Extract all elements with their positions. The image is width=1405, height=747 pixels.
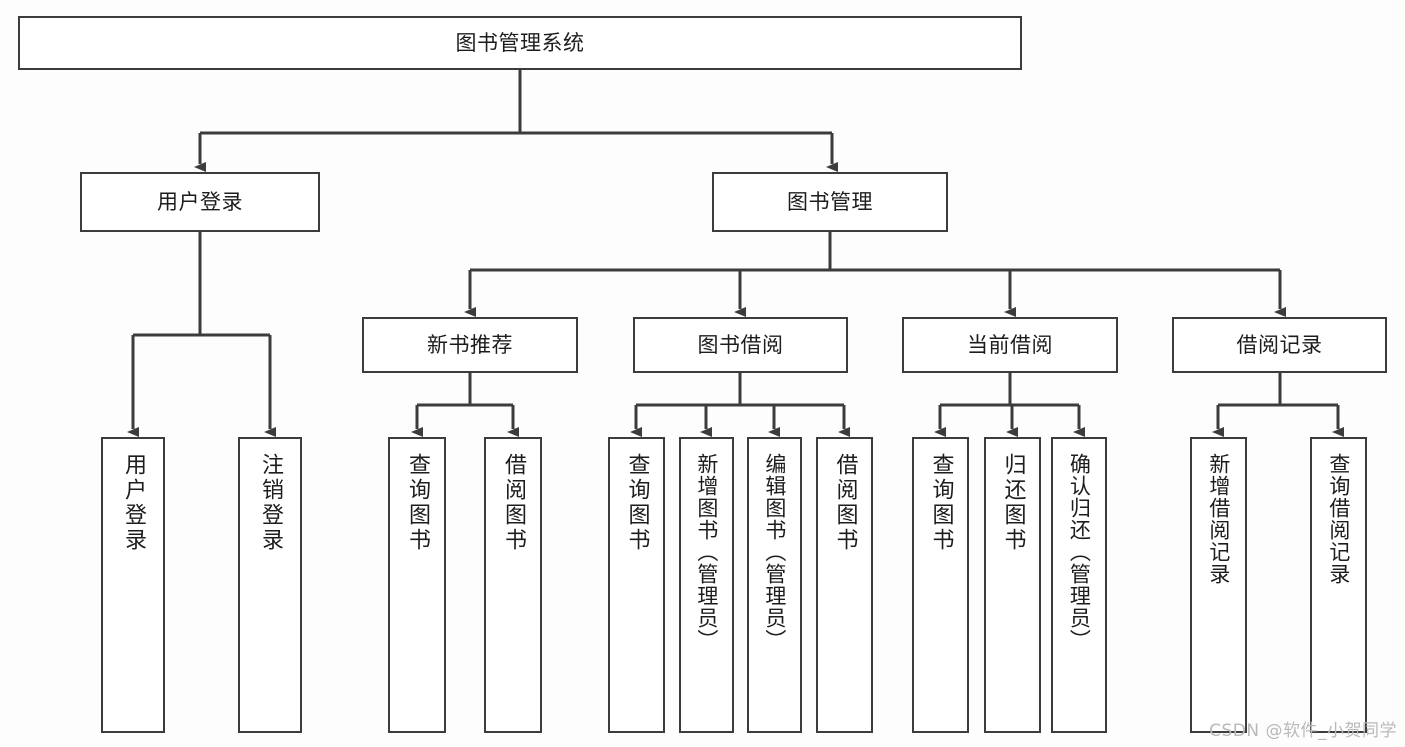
leaf-confirm-return-admin[interactable]: 确认归还（管理员） — [1051, 437, 1107, 733]
leaf-lend-book[interactable]: 借阅图书 — [816, 437, 873, 733]
leaf-return-book-label: 归还图书 — [1000, 453, 1026, 553]
leaf-lend-book-label: 借阅图书 — [832, 453, 858, 553]
leaf-borrow-book-newbooks[interactable]: 借阅图书 — [484, 437, 542, 733]
leaf-confirm-return-admin-label: 确认归还（管理员） — [1067, 453, 1092, 651]
node-current-borrow[interactable]: 当前借阅 — [902, 317, 1118, 373]
leaf-query-book-current-label: 查询图书 — [928, 453, 954, 553]
leaf-return-book[interactable]: 归还图书 — [984, 437, 1041, 733]
node-borrow-records-label: 借阅记录 — [1236, 332, 1323, 357]
node-book-borrow[interactable]: 图书借阅 — [633, 317, 848, 373]
leaf-add-borrow-record-label: 新增借阅记录 — [1206, 453, 1231, 585]
leaf-query-borrow-record[interactable]: 查询借阅记录 — [1310, 437, 1367, 733]
leaf-logout-label: 注销登录 — [257, 453, 283, 553]
leaf-query-book-newbooks-label: 查询图书 — [404, 453, 430, 553]
node-current-borrow-label: 当前借阅 — [967, 332, 1053, 357]
node-book-management[interactable]: 图书管理 — [712, 172, 948, 232]
leaf-user-login-label: 用户登录 — [120, 453, 146, 553]
node-root-label: 图书管理系统 — [455, 30, 585, 55]
leaf-add-borrow-record[interactable]: 新增借阅记录 — [1190, 437, 1247, 733]
leaf-logout[interactable]: 注销登录 — [238, 437, 302, 733]
leaf-query-book-borrow[interactable]: 查询图书 — [608, 437, 665, 733]
node-root[interactable]: 图书管理系统 — [18, 16, 1022, 70]
leaf-add-book-admin[interactable]: 新增图书（管理员） — [679, 437, 734, 733]
leaf-query-borrow-record-label: 查询借阅记录 — [1326, 453, 1351, 585]
leaf-user-login[interactable]: 用户登录 — [101, 437, 165, 733]
leaf-query-book-borrow-label: 查询图书 — [624, 453, 650, 553]
csdn-watermark: CSDN @软件_小贺同学 — [1209, 721, 1397, 741]
leaf-edit-book-admin[interactable]: 编辑图书（管理员） — [747, 437, 802, 733]
node-new-book-recommend-label: 新书推荐 — [427, 332, 513, 357]
leaf-query-book-current[interactable]: 查询图书 — [912, 437, 969, 733]
node-book-borrow-label: 图书借阅 — [697, 332, 784, 357]
node-user-login[interactable]: 用户登录 — [80, 172, 320, 232]
node-book-management-label: 图书管理 — [787, 189, 873, 214]
node-borrow-records[interactable]: 借阅记录 — [1172, 317, 1387, 373]
leaf-add-book-admin-label: 新增图书（管理员） — [694, 453, 719, 651]
leaf-query-book-newbooks[interactable]: 查询图书 — [388, 437, 446, 733]
node-new-book-recommend[interactable]: 新书推荐 — [362, 317, 578, 373]
leaf-borrow-book-newbooks-label: 借阅图书 — [500, 453, 526, 553]
leaf-edit-book-admin-label: 编辑图书（管理员） — [762, 453, 787, 651]
node-user-login-label: 用户登录 — [157, 189, 243, 214]
